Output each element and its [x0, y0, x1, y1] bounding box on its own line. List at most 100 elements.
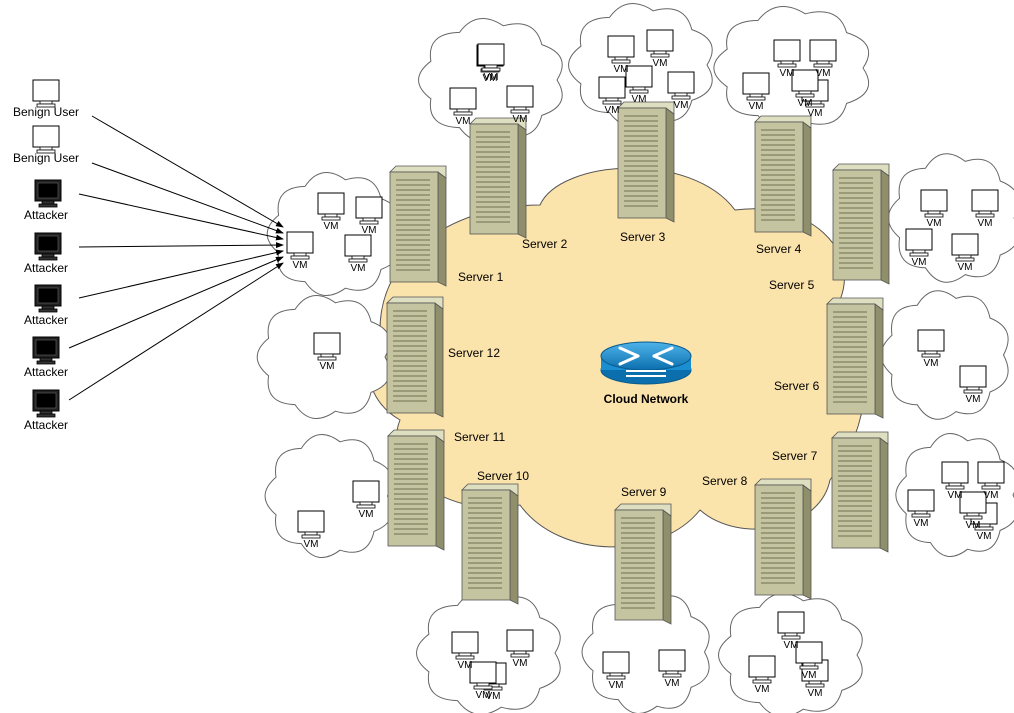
vm-monitor-icon	[602, 651, 630, 680]
vm-cloud-5	[887, 153, 1014, 283]
vm-label: VM	[350, 263, 366, 274]
vm-label: VM	[754, 684, 770, 695]
vm-monitor-icon	[286, 231, 314, 260]
vm-label: VM	[965, 394, 981, 405]
vm-monitor-icon	[297, 510, 325, 539]
vm-monitor-icon	[959, 491, 987, 520]
attacker-monitor-icon	[34, 284, 62, 313]
user-label-2: Benign User	[12, 151, 80, 165]
user-label-6: Attacker	[23, 365, 69, 379]
server-label-1: Server 1	[458, 270, 504, 284]
benign-user-monitor-icon	[32, 125, 60, 154]
vm-monitor-icon	[469, 661, 497, 690]
attacker-monitor-icon	[32, 389, 60, 418]
vm-label: VM	[604, 105, 620, 116]
vm-monitor-icon	[506, 85, 534, 114]
vm-label: VM	[457, 660, 473, 671]
vm-monitor-icon	[795, 641, 823, 670]
attacker-monitor-icon	[32, 336, 60, 365]
vm-label: VM	[923, 358, 939, 369]
vm-cloud-8	[718, 593, 863, 713]
vm-cloud-10	[416, 591, 561, 713]
vm-label: VM	[512, 114, 528, 125]
vm-monitor-icon	[355, 196, 383, 225]
vm-label: VM	[797, 98, 813, 109]
vm-monitor-icon	[313, 332, 341, 361]
vm-label: VM	[292, 260, 308, 271]
server-label-10: Server 10	[477, 469, 530, 483]
server-icon-3	[617, 101, 675, 223]
vm-label: VM	[303, 539, 319, 550]
server-icon-9	[614, 503, 672, 625]
vm-monitor-icon	[773, 39, 801, 68]
server-icon-1	[389, 165, 447, 287]
vm-label: VM	[631, 94, 647, 105]
router-icon	[600, 341, 692, 385]
vm-label: VM	[652, 58, 668, 69]
server-icon-12	[386, 296, 444, 418]
vm-label: VM	[779, 68, 795, 79]
vm-monitor-icon	[667, 71, 695, 100]
vm-label: VM	[748, 101, 764, 112]
vm-label: VM	[957, 262, 973, 273]
vm-monitor-icon	[748, 655, 776, 684]
vm-label: VM	[358, 509, 374, 520]
vm-label: VM	[977, 218, 993, 229]
server-label-11: Server 11	[454, 430, 506, 444]
vm-monitor-icon	[951, 233, 979, 262]
connection-arrow-1	[91, 115, 284, 228]
vm-label: VM	[664, 678, 680, 689]
vm-label: VM	[482, 73, 498, 84]
vm-label: VM	[512, 658, 528, 669]
vm-monitor-icon	[941, 461, 969, 490]
vm-monitor-icon	[905, 228, 933, 257]
attacker-monitor-icon	[34, 179, 62, 208]
vm-monitor-icon	[451, 631, 479, 660]
vm-label: VM	[807, 688, 823, 699]
vm-monitor-icon	[959, 365, 987, 394]
vm-monitor-icon	[907, 489, 935, 518]
vm-monitor-icon	[449, 87, 477, 116]
vm-label: VM	[983, 490, 999, 501]
server-label-9: Server 9	[621, 485, 667, 499]
server-icon-5	[832, 163, 890, 285]
vm-label: VM	[483, 72, 499, 83]
user-label-4: Attacker	[23, 261, 69, 275]
server-icon-4	[754, 115, 812, 237]
vm-monitor-icon	[920, 189, 948, 218]
connection-arrow-3	[78, 193, 284, 241]
vm-label: VM	[613, 64, 629, 75]
server-icon-2	[469, 117, 527, 239]
benign-user-monitor-icon	[32, 79, 60, 108]
vm-monitor-icon	[646, 29, 674, 58]
user-label-3: Attacker	[23, 208, 69, 222]
monitors	[32, 29, 1005, 691]
vm-label: VM	[965, 520, 981, 531]
cloud-network-label: Cloud Network	[603, 392, 689, 406]
vm-monitor-icon	[607, 35, 635, 64]
vm-label: VM	[319, 361, 335, 372]
server-label-7: Server 7	[772, 449, 818, 463]
server-icon-8	[754, 478, 812, 600]
vm-monitor-icon	[658, 649, 686, 678]
vm-cloud-11	[264, 434, 393, 558]
vm-label: VM	[783, 640, 799, 651]
vm-label: VM	[801, 670, 817, 681]
vm-label: VM	[926, 218, 942, 229]
connection-arrow-7	[68, 262, 284, 401]
vm-label: VM	[976, 531, 992, 542]
vm-label: VM	[455, 116, 471, 127]
vm-monitor-icon	[506, 629, 534, 658]
vm-monitor-icon	[809, 39, 837, 68]
server-icon-6	[826, 297, 884, 419]
connection-arrow-2	[91, 162, 284, 234]
connection-arrow-4	[78, 242, 284, 249]
server-label-8: Server 8	[702, 474, 748, 488]
server-icon-10	[461, 483, 519, 605]
user-connections	[68, 115, 284, 401]
vm-monitor-icon	[917, 329, 945, 358]
server-label-4: Server 4	[756, 242, 802, 256]
server-icon-11	[387, 429, 445, 551]
servers	[386, 101, 890, 625]
vm-label: VM	[608, 680, 624, 691]
